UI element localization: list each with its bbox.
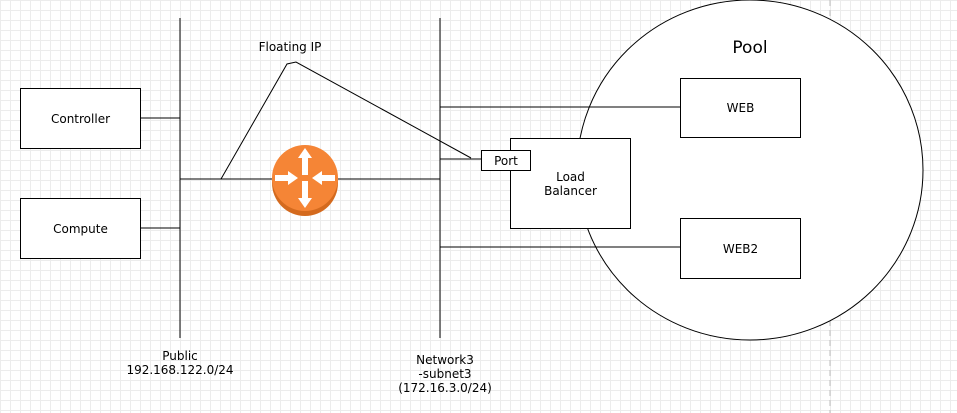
load-balancer-label-line2: Balancer <box>544 183 597 198</box>
port-node: Port <box>481 150 531 171</box>
public-network-cidr: 192.168.122.0/24 <box>126 363 234 377</box>
load-balancer-label-line1: Load <box>556 169 585 184</box>
controller-node: Controller <box>20 88 141 149</box>
network3-name: Network3 <box>416 353 474 367</box>
web2-node: WEB2 <box>680 218 801 279</box>
controller-label: Controller <box>50 111 111 126</box>
network3-subnet: -subnet3 <box>418 367 472 381</box>
port-label: Port <box>494 153 518 168</box>
web-label: WEB <box>726 101 755 115</box>
router-icon <box>272 145 338 216</box>
network3-label: Network3 -subnet3 (172.16.3.0/24) <box>385 353 505 395</box>
pool-label: Pool <box>732 38 768 58</box>
compute-node: Compute <box>20 198 141 259</box>
compute-label: Compute <box>53 221 108 236</box>
public-network-name: Public <box>162 349 198 363</box>
floating-ip-label: Floating IP <box>258 40 322 54</box>
floating-ip-path <box>220 61 472 180</box>
web2-label: WEB2 <box>722 241 759 256</box>
web-node: WEB <box>680 78 801 138</box>
network3-cidr: (172.16.3.0/24) <box>398 381 492 395</box>
public-network-label: Public 192.168.122.0/24 <box>110 349 250 377</box>
